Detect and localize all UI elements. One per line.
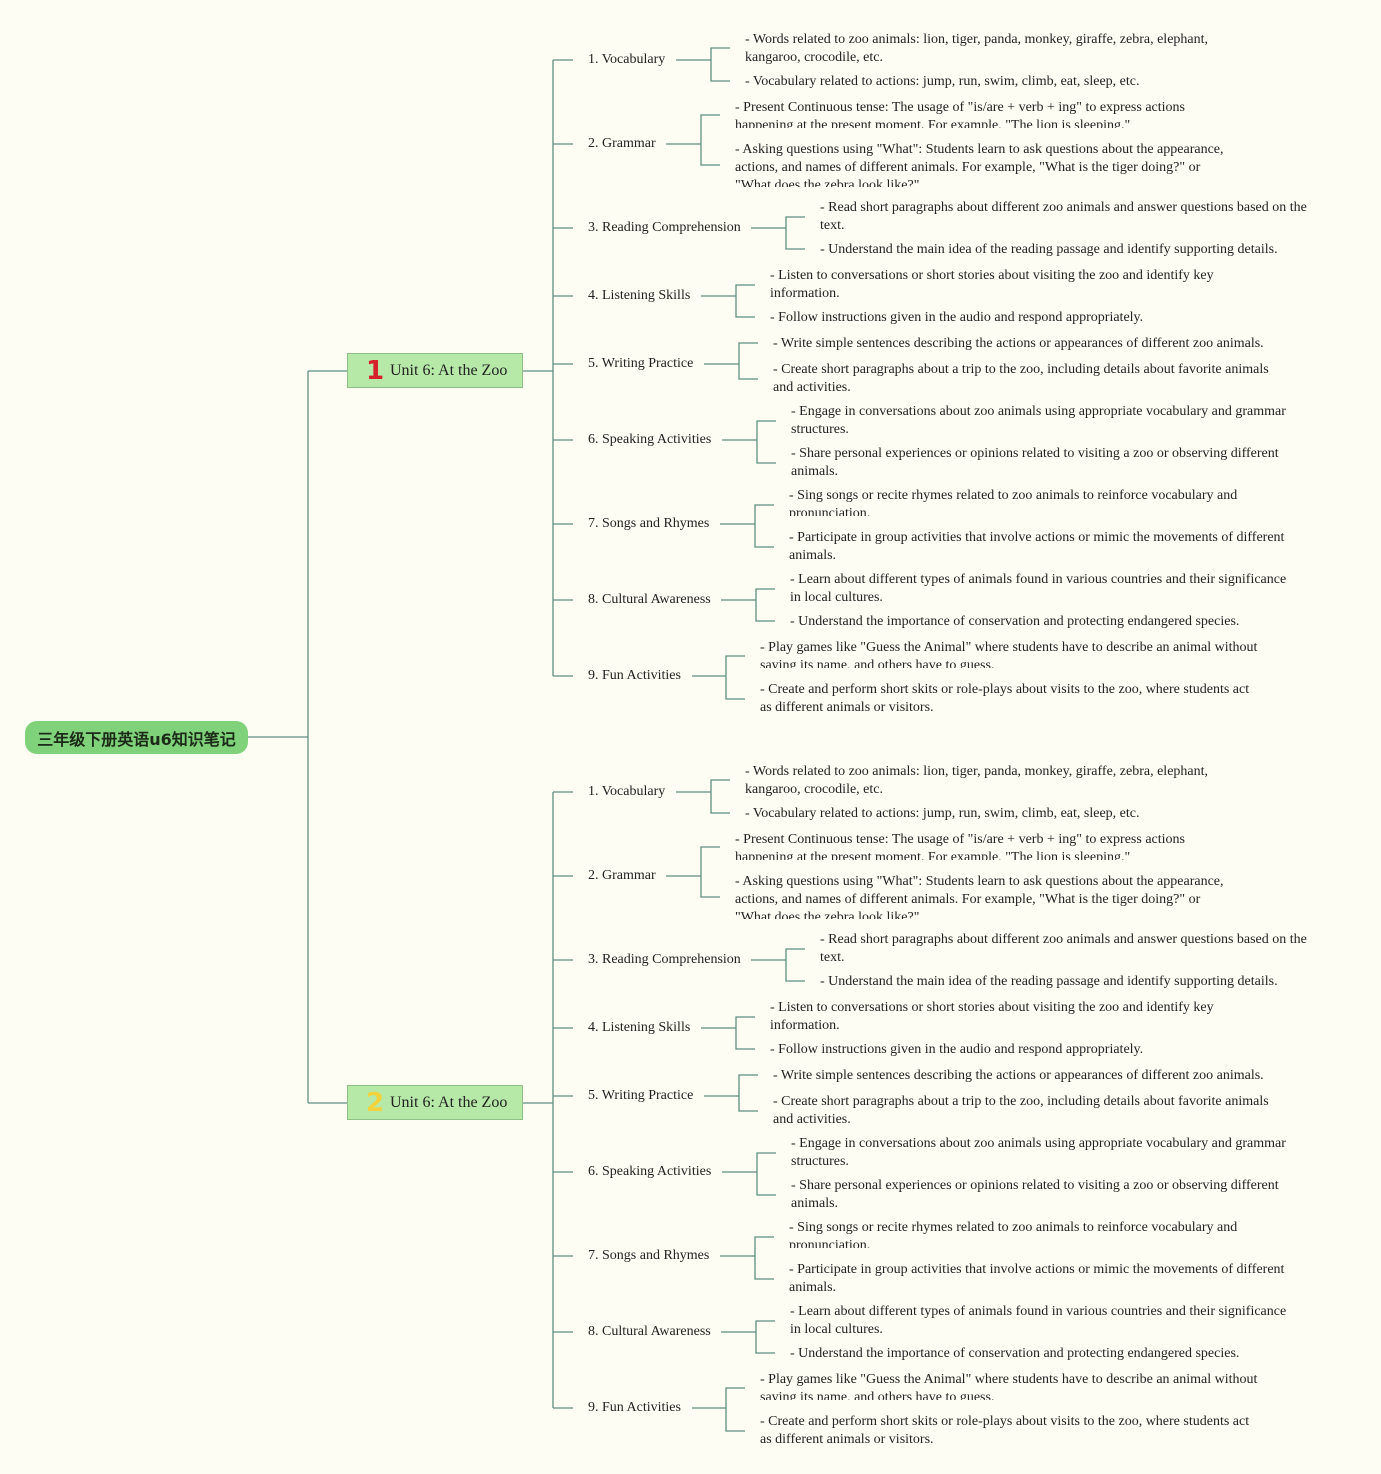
detail-note[interactable]: - Listen to conversations or short stori… — [770, 268, 1214, 301]
detail-bracket — [710, 779, 730, 814]
detail-note[interactable]: - Share personal experiences or opinions… — [791, 1178, 1279, 1211]
detail-note[interactable]: - Write simple sentences describing the … — [773, 1068, 1264, 1083]
detail-note[interactable]: - Engage in conversations about zoo anim… — [791, 1136, 1286, 1169]
detail-note[interactable]: - Listen to conversations or short stori… — [770, 1000, 1214, 1033]
detail-bracket — [754, 1236, 774, 1280]
detail-note[interactable]: - Create and perform short skits or role… — [760, 1414, 1250, 1447]
detail-bracket — [735, 284, 755, 318]
detail-bracket — [700, 114, 720, 166]
detail-note[interactable]: - Follow instructions given in the audio… — [770, 1042, 1144, 1057]
topic-node[interactable]: 8. Cultural Awareness — [588, 1324, 711, 1339]
detail-bracket — [738, 342, 758, 380]
detail-note[interactable]: - Understand the importance of conservat… — [790, 614, 1240, 629]
topic-node[interactable]: 1. Vocabulary — [588, 52, 666, 67]
priority-1-icon: 1 — [365, 355, 385, 386]
detail-bracket — [710, 47, 730, 82]
topic-node[interactable]: 4. Listening Skills — [588, 288, 691, 303]
unit-node-2[interactable]: 2 Unit 6: At the Zoo — [347, 1085, 523, 1120]
detail-note[interactable]: - Sing songs or recite rhymes related to… — [789, 488, 1238, 516]
detail-note[interactable]: - Vocabulary related to actions: jump, r… — [745, 74, 1140, 89]
detail-note[interactable]: - Learn about different types of animals… — [790, 1304, 1287, 1337]
topic-node[interactable]: 4. Listening Skills — [588, 1020, 691, 1035]
detail-note[interactable]: - Asking questions using "What": Student… — [735, 874, 1224, 919]
detail-bracket — [700, 846, 720, 898]
detail-note[interactable]: - Present Continuous tense: The usage of… — [735, 832, 1185, 860]
detail-note[interactable]: - Present Continuous tense: The usage of… — [735, 100, 1185, 128]
detail-bracket — [785, 948, 805, 982]
detail-note[interactable]: - Read short paragraphs about different … — [820, 932, 1307, 965]
detail-note[interactable]: - Create short paragraphs about a trip t… — [773, 362, 1269, 395]
topic-node[interactable]: 9. Fun Activities — [588, 668, 681, 683]
detail-note[interactable]: - Sing songs or recite rhymes related to… — [789, 1220, 1238, 1248]
topic-node[interactable]: 5. Writing Practice — [588, 356, 694, 371]
detail-bracket — [725, 655, 745, 700]
root-node[interactable]: 三年级下册英语u6知识笔记 — [25, 721, 248, 754]
detail-note[interactable]: - Asking questions using "What": Student… — [735, 142, 1224, 187]
detail-note[interactable]: - Words related to zoo animals: lion, ti… — [745, 764, 1209, 797]
topic-node[interactable]: 6. Speaking Activities — [588, 432, 712, 447]
topic-node[interactable]: 8. Cultural Awareness — [588, 592, 711, 607]
unit-title: Unit 6: At the Zoo — [390, 361, 508, 379]
detail-note[interactable]: - Write simple sentences describing the … — [773, 336, 1264, 351]
detail-note[interactable]: - Participate in group activities that i… — [789, 1262, 1285, 1295]
topic-node[interactable]: 3. Reading Comprehension — [588, 220, 741, 235]
topic-node[interactable]: 2. Grammar — [588, 868, 656, 883]
detail-bracket — [754, 504, 774, 548]
detail-bracket — [738, 1074, 758, 1112]
root-title: 三年级下册英语u6知识笔记 — [37, 729, 236, 749]
detail-note[interactable]: - Share personal experiences or opinions… — [791, 446, 1279, 479]
detail-bracket — [756, 1152, 776, 1196]
unit-title: Unit 6: At the Zoo — [390, 1093, 508, 1111]
detail-note[interactable]: - Understand the main idea of the readin… — [820, 974, 1278, 989]
topic-node[interactable]: 7. Songs and Rhymes — [588, 1248, 710, 1263]
detail-note[interactable]: - Follow instructions given in the audio… — [770, 310, 1144, 325]
detail-bracket — [755, 588, 775, 622]
detail-note[interactable]: - Create short paragraphs about a trip t… — [773, 1094, 1269, 1127]
topic-node[interactable]: 2. Grammar — [588, 136, 656, 151]
detail-bracket — [785, 216, 805, 250]
detail-bracket — [756, 420, 776, 464]
detail-note[interactable]: - Learn about different types of animals… — [790, 572, 1287, 605]
detail-bracket — [735, 1016, 755, 1050]
detail-note[interactable]: - Engage in conversations about zoo anim… — [791, 404, 1286, 437]
topic-node[interactable]: 6. Speaking Activities — [588, 1164, 712, 1179]
topic-node[interactable]: 7. Songs and Rhymes — [588, 516, 710, 531]
detail-bracket — [755, 1320, 775, 1354]
topic-node[interactable]: 5. Writing Practice — [588, 1088, 694, 1103]
detail-note[interactable]: - Play games like "Guess the Animal" whe… — [760, 640, 1258, 668]
detail-note[interactable]: - Understand the importance of conservat… — [790, 1346, 1240, 1361]
detail-note[interactable]: - Participate in group activities that i… — [789, 530, 1285, 563]
unit-node-1[interactable]: 1 Unit 6: At the Zoo — [347, 353, 523, 388]
topic-node[interactable]: 1. Vocabulary — [588, 784, 666, 799]
priority-2-icon: 2 — [365, 1087, 385, 1118]
detail-note[interactable]: - Words related to zoo animals: lion, ti… — [745, 32, 1209, 65]
topic-node[interactable]: 9. Fun Activities — [588, 1400, 681, 1415]
detail-note[interactable]: - Create and perform short skits or role… — [760, 682, 1250, 715]
detail-note[interactable]: - Understand the main idea of the readin… — [820, 242, 1278, 257]
detail-note[interactable]: - Vocabulary related to actions: jump, r… — [745, 806, 1140, 821]
topic-node[interactable]: 3. Reading Comprehension — [588, 952, 741, 967]
detail-note[interactable]: - Read short paragraphs about different … — [820, 200, 1307, 233]
detail-bracket — [725, 1387, 745, 1432]
detail-note[interactable]: - Play games like "Guess the Animal" whe… — [760, 1372, 1258, 1400]
